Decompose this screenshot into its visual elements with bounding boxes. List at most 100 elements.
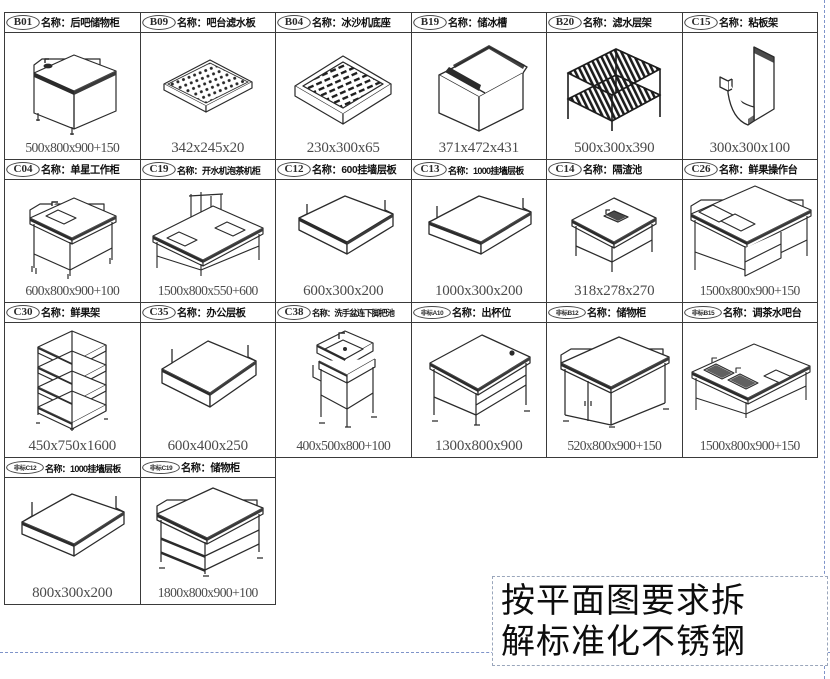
cell-header: B19 名称：储冰槽 — [411, 13, 546, 33]
cell-header: C15 名称：粘板架 — [682, 13, 817, 33]
cell-header: C04 名称：单星工作柜 — [5, 160, 140, 180]
cell-header: B20 名称：滤水层架 — [547, 13, 682, 33]
equipment-drawing-cup-station-table — [412, 323, 547, 435]
equipment-drawing-single-sink-bench — [5, 180, 140, 280]
equipment-drawing-perforated-drain-board — [141, 33, 276, 137]
equipment-cell-c38[interactable]: C38 名称：洗手盆连下脚把池 — [275, 302, 412, 458]
cell-header: 非标C12 名称：1000挂墙层板 — [5, 458, 140, 478]
equipment-cell-c14[interactable]: C14 名称：隔渣池 — [546, 159, 683, 303]
item-name-label: 名称：调茶水吧台 — [722, 307, 801, 319]
item-code-badge: C26 — [683, 162, 718, 177]
cell-header: C26 名称：鲜果操作台 — [682, 160, 817, 180]
equipment-drawing-tea-mixing-bar-counter — [683, 323, 818, 435]
dimension-text: 400x500x800+100 — [296, 438, 391, 453]
table-row: 非标C12 名称：1000挂墙层板 800x300x200 — [4, 457, 822, 605]
equipment-cell-ns-c12[interactable]: 非标C12 名称：1000挂墙层板 800x300x200 — [4, 457, 141, 605]
equipment-cell-ns-b15[interactable]: 非标B15 名称：调茶水吧台 — [681, 302, 818, 458]
item-code-badge: B01 — [6, 15, 40, 30]
dimension-text: 1500x800x900+150 — [699, 438, 801, 453]
annotation-callout: 按平面图要求拆 解标准化不锈钢 — [492, 576, 828, 666]
equipment-cell-ns-b12[interactable]: 非标B12 名称：储物柜 — [546, 302, 683, 458]
dimension-text: 520x800x900+150 — [567, 438, 662, 453]
guide-line-horizontal — [0, 652, 830, 653]
equipment-cell-c15[interactable]: C15 名称：粘板架 3 — [681, 12, 818, 160]
item-code-badge: B09 — [141, 15, 176, 30]
dimension-text: 600x300x200 — [303, 282, 384, 299]
dimension-text: 800x300x200 — [32, 584, 113, 601]
item-code-badge: B04 — [277, 15, 311, 30]
equipment-cell-b04[interactable]: B04 名称：冰沙机底座 — [275, 12, 412, 160]
item-code-badge: C12 — [277, 162, 311, 177]
item-name-label: 名称：储物柜 — [587, 307, 646, 319]
equipment-drawing-open-shelf-bench — [141, 478, 276, 582]
item-code-badge: 非标B12 — [548, 306, 586, 319]
equipment-drawing-two-tier-drain-rack — [547, 33, 682, 137]
item-name-label: 名称：1000挂墙层板 — [45, 463, 121, 474]
item-name-label: 名称：出杯位 — [451, 307, 511, 319]
equipment-drawing-wall-shelf — [276, 180, 411, 280]
equipment-drawing-residue-trap-stand — [547, 180, 682, 280]
equipment-cell-ns-a10[interactable]: 非标A10 名称：出杯位 — [410, 302, 547, 458]
item-code-badge: B19 — [412, 15, 447, 30]
item-name-label: 名称：洗手盆连下脚把池 — [312, 307, 395, 318]
cell-header: B01 名称：后吧储物柜 — [5, 13, 140, 33]
dimension-text: 318x278x270 — [574, 282, 655, 299]
item-code-badge: 非标C19 — [141, 461, 180, 474]
item-code-badge: C38 — [277, 305, 311, 320]
item-code-badge: 非标B15 — [683, 306, 722, 319]
equipment-drawing-hand-wash-basin-stand — [276, 323, 411, 435]
cell-header: C19 名称：开水机泡茶机柜 — [140, 160, 275, 180]
equipment-cell-b01[interactable]: B01 名称：后吧储物柜 — [4, 12, 141, 160]
item-name-label: 名称：鲜果操作台 — [718, 164, 797, 176]
dimension-text: 1300x800x900 — [434, 437, 523, 454]
cell-header: C14 名称：隔渣池 — [547, 160, 682, 180]
item-name-label: 名称：单星工作柜 — [41, 164, 120, 176]
dimension-text: 600x800x900+100 — [25, 283, 120, 298]
table-row: C30 名称：鲜果架 — [4, 302, 822, 458]
cell-header: C38 名称：洗手盆连下脚把池 — [276, 303, 411, 323]
item-name-label: 名称：滤水层架 — [583, 17, 652, 29]
equipment-drawing-slotted-base-tray — [276, 33, 411, 137]
equipment-cell-c26[interactable]: C26 名称：鲜果操作台 — [681, 159, 818, 303]
item-name-label: 名称：1000挂墙层板 — [447, 165, 524, 176]
dimension-text: 600x400x250 — [167, 437, 249, 454]
item-name-label: 名称：鲜果架 — [41, 307, 100, 319]
equipment-cell-c04[interactable]: C04 名称：单星工作柜 — [4, 159, 141, 303]
equipment-cell-c12[interactable]: C12 名称：600挂墙层板 600x300x20 — [275, 159, 412, 303]
equipment-cell-b09[interactable]: B09 名称：吧台滤水板 — [139, 12, 276, 160]
item-code-badge: C19 — [141, 162, 176, 177]
cell-header: 非标A10 名称：出杯位 — [411, 303, 546, 323]
callout-line-2: 解标准化不锈钢 — [501, 622, 746, 662]
equipment-cell-c30[interactable]: C30 名称：鲜果架 — [4, 302, 141, 458]
item-name-label: 名称：储冰槽 — [447, 17, 507, 29]
cell-header: C30 名称：鲜果架 — [5, 303, 140, 323]
item-name-label: 名称：冰沙机底座 — [312, 17, 391, 29]
equipment-cell-c19[interactable]: C19 名称：开水机泡茶机柜 — [139, 159, 276, 303]
equipment-drawing-office-shelf — [141, 323, 276, 435]
equipment-cell-b20[interactable]: B20 名称：滤水层架 — [546, 12, 683, 160]
equipment-cell-c13[interactable]: C13 名称：1000挂墙层板 1000x300x200 — [410, 159, 547, 303]
equipment-drawing-wall-shelf-wide — [5, 478, 140, 582]
item-code-badge: C13 — [412, 162, 447, 177]
equipment-schedule-grid: B01 名称：后吧储物柜 — [4, 12, 822, 605]
equipment-cell-ns-c19[interactable]: 非标C19 名称：储物柜 — [139, 457, 276, 605]
item-code-badge: 非标A10 — [412, 306, 451, 319]
equipment-drawing-ice-bin-with-lid — [412, 33, 547, 137]
equipment-drawing-storage-cabinet-doors — [547, 323, 682, 435]
dimension-text: 371x472x431 — [438, 139, 520, 156]
table-row: C04 名称：单星工作柜 — [4, 159, 822, 303]
item-name-label: 名称：储物柜 — [180, 462, 240, 474]
item-code-badge: C14 — [548, 162, 582, 177]
item-code-badge: 非标C12 — [6, 461, 44, 474]
dimension-text: 450x750x1600 — [28, 437, 117, 454]
cell-header: 非标B12 名称：储物柜 — [547, 303, 682, 323]
item-name-label: 名称：吧台滤水板 — [176, 17, 255, 29]
dimension-text: 300x300x100 — [709, 139, 791, 156]
item-name-label: 名称：办公层板 — [176, 307, 246, 319]
dimension-text: 1800x800x900+100 — [157, 585, 259, 600]
equipment-cell-b19[interactable]: B19 名称：储冰槽 371x472x431 — [410, 12, 547, 160]
equipment-cell-c35[interactable]: C35 名称：办公层板 600x400x250 — [139, 302, 276, 458]
item-code-badge: C35 — [141, 305, 176, 320]
item-code-badge: C15 — [683, 15, 718, 30]
table-row: B01 名称：后吧储物柜 — [4, 12, 822, 160]
